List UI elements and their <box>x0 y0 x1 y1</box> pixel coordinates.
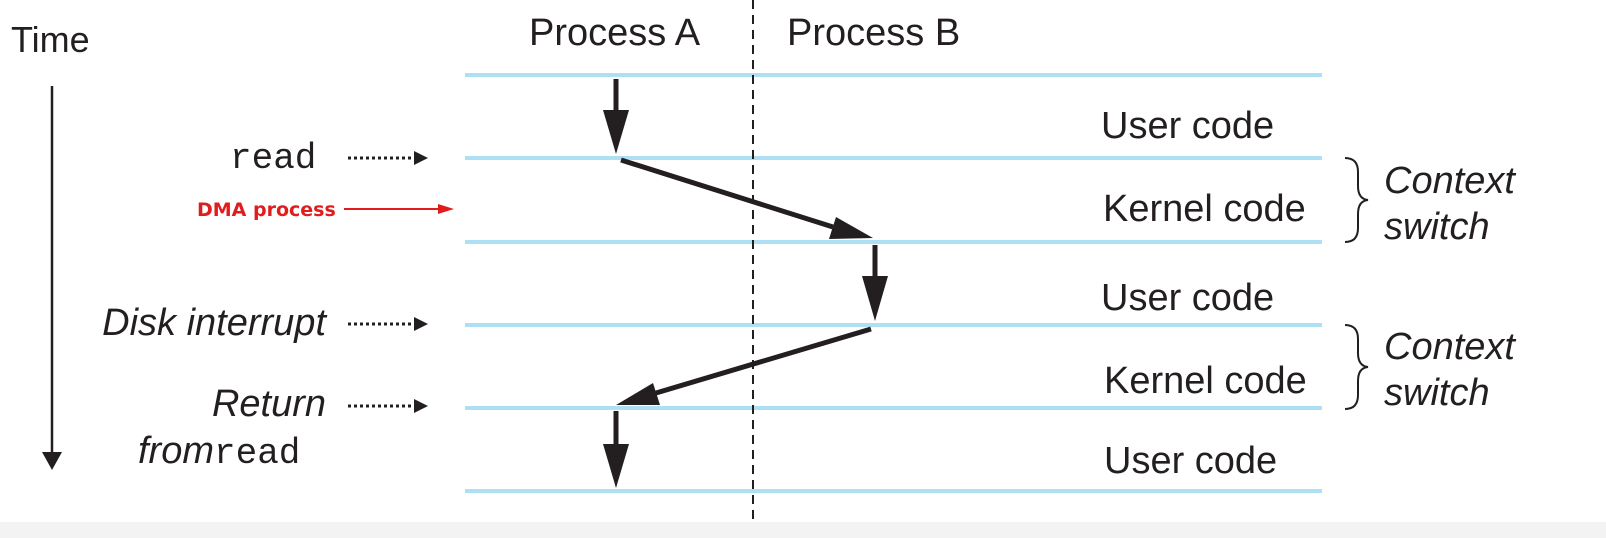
context-switch-label-1: Context switch <box>1384 158 1515 250</box>
band-label-user-code: User code <box>1104 440 1278 482</box>
bottom-band <box>0 522 1606 538</box>
return-from-word: from <box>138 430 214 472</box>
dotted-arrow-icon <box>348 151 428 165</box>
context-switch-line2: switch <box>1384 372 1490 414</box>
context-switch-line2: switch <box>1384 206 1490 248</box>
event-return-from-read: fromread <box>138 432 300 472</box>
curly-brace-icon <box>1344 157 1369 243</box>
red-arrow-icon <box>344 204 454 214</box>
curly-brace-icon <box>1344 324 1369 410</box>
event-return: Return <box>211 383 326 425</box>
dotted-arrow-icon <box>348 317 428 331</box>
diagonal-arrow-b-to-a <box>616 326 872 405</box>
band-label-user-code: User code <box>1101 277 1275 319</box>
diagonal-arrow-a-to-b <box>620 157 873 239</box>
down-arrow-icon <box>862 245 888 321</box>
event-read: read <box>230 138 317 179</box>
time-axis-arrow-icon <box>42 452 62 470</box>
band-label-kernel-code: Kernel code <box>1104 360 1307 402</box>
column-header-process-b: Process B <box>787 12 961 54</box>
dma-process-label: DMA process <box>197 199 336 221</box>
column-header-process-a: Process A <box>529 12 701 54</box>
band-label-kernel-code: Kernel code <box>1103 188 1306 230</box>
band-label-user-code: User code <box>1101 105 1275 147</box>
return-read-word: read <box>214 433 301 474</box>
context-switch-line1: Context <box>1384 160 1515 202</box>
down-arrow-icon <box>603 79 629 154</box>
time-label: Time <box>11 19 90 60</box>
context-switch-line1: Context <box>1384 326 1515 368</box>
dotted-arrow-icon <box>348 399 428 413</box>
down-arrow-icon <box>603 411 629 488</box>
context-switch-label-2: Context switch <box>1384 324 1515 416</box>
event-disk-interrupt: Disk interrupt <box>102 302 326 344</box>
